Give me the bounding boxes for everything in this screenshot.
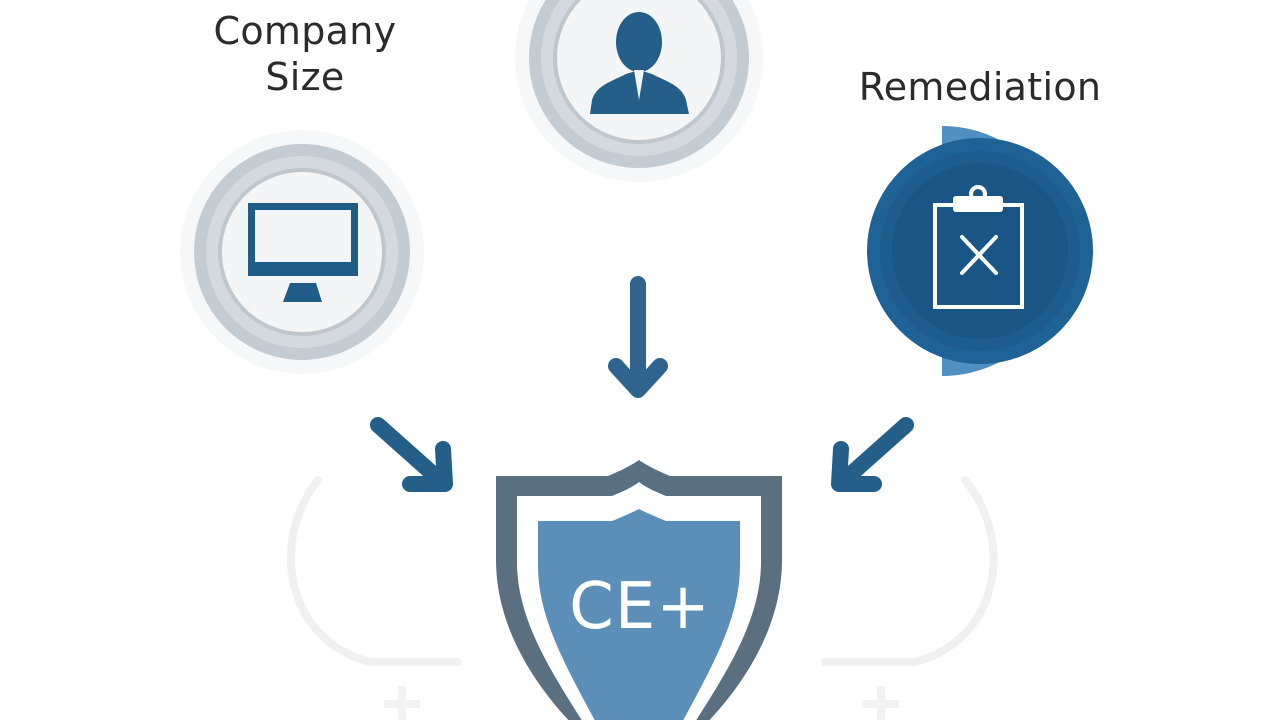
- remediation-label: Remediation: [858, 65, 1102, 109]
- faint-cycle-arc-right: [821, 476, 998, 666]
- arrow-down-icon: [608, 276, 668, 398]
- faint-plus-icon-left: [384, 686, 420, 720]
- arrow-down-right-icon: [370, 417, 453, 492]
- remediation-node: [867, 126, 1093, 376]
- company-size-label: Company Size: [213, 9, 397, 99]
- person-icon: [590, 12, 689, 114]
- user-node: [515, 0, 763, 182]
- shield-label: CE+: [569, 570, 711, 644]
- shield-icon: [496, 460, 782, 720]
- faint-cycle-arc-left: [287, 476, 462, 666]
- monitor-icon: [248, 203, 358, 302]
- arrow-down-left-icon: [831, 417, 914, 492]
- clipboard-x-icon: [933, 185, 1024, 309]
- company-size-node: [180, 130, 424, 374]
- faint-plus-icon-right: [863, 686, 899, 720]
